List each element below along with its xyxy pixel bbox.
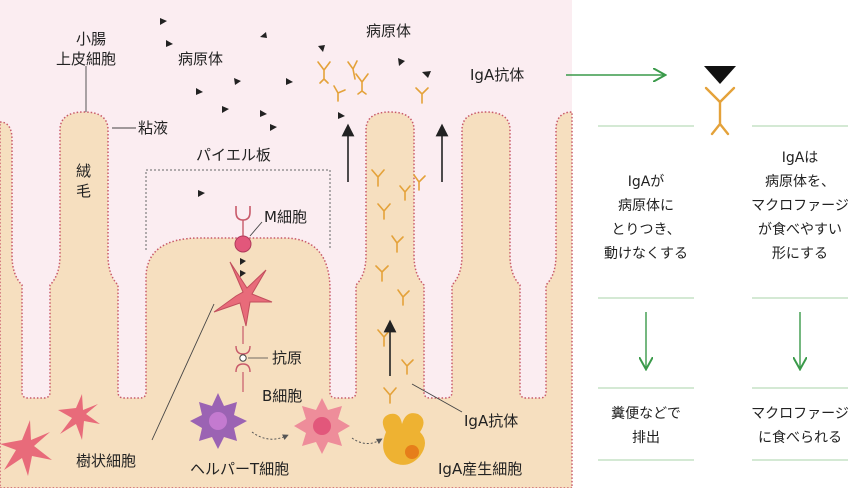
villus-label-char1: 絨	[76, 162, 91, 180]
intestinal-tissue	[0, 111, 573, 488]
panel-rules	[598, 125, 848, 461]
receptor-cup-top	[235, 345, 251, 355]
secretion-arrows	[341, 123, 449, 376]
pathogen-mark	[338, 112, 345, 119]
iga-antibody-mark	[397, 289, 410, 306]
epithelium-label-line1: 小腸	[76, 30, 106, 48]
right-effect-line4: が食べやすい	[758, 221, 842, 238]
iga-antibody-mark	[371, 169, 385, 187]
left-result-line2: 排出	[632, 430, 660, 446]
m-cell-body	[234, 235, 252, 253]
leader-lines	[85, 66, 463, 441]
dendritic-cell-small	[0, 420, 52, 476]
pathogen-mark	[234, 78, 241, 85]
iga-antibody-label-bottom: IgA抗体	[464, 412, 518, 430]
iga-antibody-mark	[375, 265, 389, 282]
iga-antibody-mark	[401, 359, 414, 375]
m-cell-label: M細胞	[264, 208, 307, 226]
pathogen-mark	[318, 45, 325, 52]
iga-antibody-label-top: IgA抗体	[470, 66, 524, 84]
iga-antibody-icon	[704, 66, 736, 136]
dendritic-leader	[151, 303, 215, 441]
iga-antibody-mark	[413, 174, 426, 191]
pathogen-label-top: 病原体	[366, 22, 411, 40]
left-effect-line3: とりつき、	[611, 222, 680, 238]
iga-antibody-mark	[333, 85, 346, 102]
iga-producing-cell-nucleus	[405, 445, 419, 459]
mucus-label: 粘液	[138, 119, 168, 137]
peyer-label: パイエル板	[196, 146, 271, 164]
pathogen-mark	[260, 32, 267, 38]
right-effect-line3: マクロファージ	[751, 198, 849, 214]
pathogen-mark	[198, 190, 205, 197]
antigen-label: 抗原	[272, 349, 302, 367]
iga-antibody-mark	[347, 60, 358, 80]
pathogen-label-left: 病原体	[178, 50, 223, 68]
dendritic-label: 樹状細胞	[76, 452, 136, 470]
helper-t-cell	[190, 393, 247, 449]
iga-antibody-mark	[399, 185, 411, 201]
antibody-arms	[704, 86, 736, 104]
iga-producing-cell	[382, 413, 425, 465]
iga-cell-label: IgA産生細胞	[438, 460, 522, 478]
antigen-marker	[239, 354, 247, 362]
left-result-line1: 糞便などで	[611, 406, 681, 422]
iga-producing-cell-body	[382, 413, 425, 465]
villus-label-char2: 毛	[76, 182, 91, 200]
antibody-stem	[710, 100, 730, 136]
iga-antibody-mark	[317, 61, 331, 84]
pathogen-mark	[260, 110, 267, 117]
pathogen-mark	[422, 71, 431, 78]
dendritic-cell-small	[58, 394, 100, 440]
right-effect-line2: 病原体を、	[765, 174, 835, 190]
pathogens	[160, 18, 431, 197]
b-cell	[294, 398, 350, 454]
antigen-presentation	[235, 326, 268, 392]
iga-antibody-mark	[391, 235, 404, 253]
dendritic-cell	[213, 261, 273, 327]
pathogen-mark	[398, 58, 405, 66]
pathogen-mark	[160, 18, 167, 25]
helper-t-cell-nucleus	[209, 412, 227, 430]
iga-antibody-leader	[411, 383, 463, 413]
iga-antibodies-villus	[371, 169, 426, 404]
b-cell-label: B細胞	[262, 387, 302, 405]
helper-t-label: ヘルパーT細胞	[190, 460, 289, 478]
pathogen-icon	[704, 66, 736, 84]
pathogen-mark	[240, 270, 246, 277]
iga-antibody-mark	[383, 387, 397, 404]
pathogen-mark	[166, 40, 173, 47]
activation-arrow	[251, 431, 289, 440]
iga-antibody-mark	[377, 203, 391, 220]
pathogen-mark	[222, 106, 229, 113]
pathogen-mark	[286, 78, 293, 85]
left-effect-line4: 動けなくする	[604, 246, 688, 262]
receptor-cup-bottom	[235, 363, 251, 373]
right-effect-line5: 形にする	[772, 246, 828, 262]
pathogen-mark	[196, 88, 203, 95]
left-effect-line2: 病原体に	[618, 198, 674, 214]
right-effect-line1: IgAは	[782, 150, 819, 166]
iga-antibody-mark	[415, 87, 429, 104]
iga-antibodies-lumen	[317, 60, 429, 104]
right-result-line2: に食べられる	[758, 429, 842, 446]
right-result-line1: マクロファージ	[751, 406, 849, 422]
pathogen-mark	[240, 258, 246, 265]
left-effect-line1: IgAが	[628, 174, 665, 190]
pathogen-mark	[270, 124, 277, 131]
m-cell	[234, 206, 252, 277]
m-cell-leader	[249, 221, 263, 237]
peyer-patch-bracket	[145, 169, 331, 250]
b-cell-nucleus	[313, 417, 331, 435]
epithelium-label-line2: 上皮細胞	[56, 50, 116, 68]
iga-antibody-mark	[355, 73, 369, 95]
